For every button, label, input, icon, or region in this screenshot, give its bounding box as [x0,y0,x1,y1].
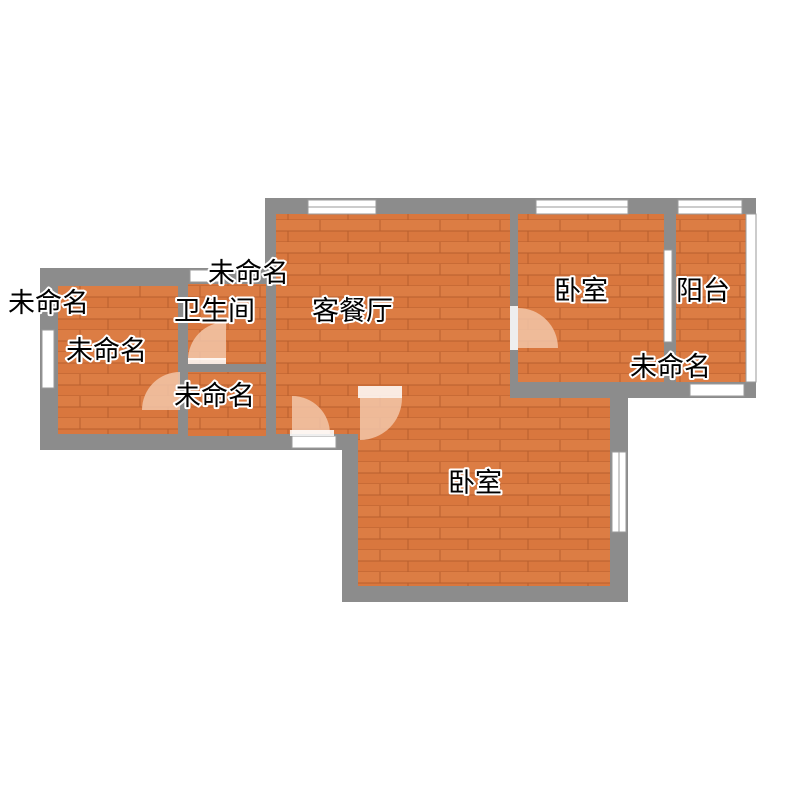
label-unnamed-top-left: 未命名 [208,258,289,289]
door-swing-icon [510,306,558,350]
floor-balcony [676,214,746,382]
floor-bedroom-top [518,214,664,382]
floor-small-room [188,372,266,436]
window-icon [535,199,629,215]
label-living-dining: 客餐厅 [312,296,393,327]
label-unnamed-right: 未命名 [630,352,711,383]
window-icon [291,435,337,449]
label-unnamed-small: 未命名 [174,381,255,412]
window-icon [689,383,745,397]
door-swing-icon [290,396,334,436]
label-balcony: 阳台 [676,276,730,307]
doors [142,306,558,440]
window-icon [41,329,55,389]
room-labels: 未命名 未命名 卫生间 客餐厅 卧室 阳台 未命名 未命名 未命名 卧室 [6,256,732,501]
door-swing-icon [188,322,226,364]
window-icon [611,451,627,533]
window-icon [745,213,757,383]
label-bedroom-top: 卧室 [554,276,608,307]
label-bedroom-main: 卧室 [448,468,502,499]
floor-bedroom-main [358,398,610,586]
window-icon [663,249,673,343]
window-icon [307,199,377,215]
label-unnamed-left-room: 未命名 [66,336,147,367]
window-icon [189,269,225,283]
label-unnamed-far-left: 未命名 [8,288,89,319]
door-swing-icon [358,386,402,440]
window-icon [677,199,743,215]
windows [41,199,757,533]
door-swing-icon [142,372,180,410]
label-bathroom: 卫生间 [174,296,255,327]
